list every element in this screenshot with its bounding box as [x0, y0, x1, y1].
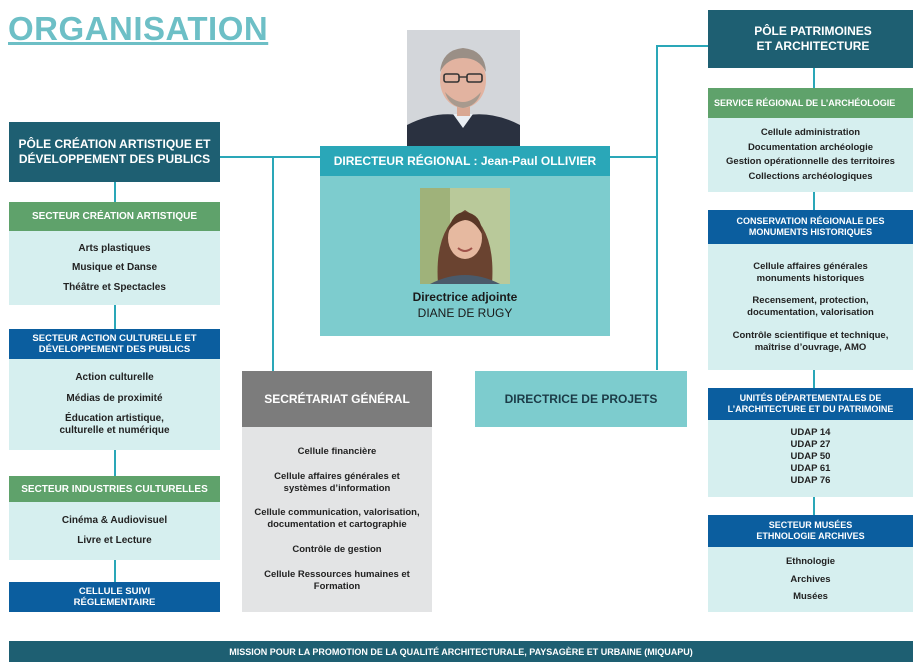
- right-section-header-4: SECTEUR MUSÉES ETHNOLOGIE ARCHIVES: [708, 515, 913, 547]
- list-item: Cellule financière: [297, 445, 377, 457]
- left-section-header-3: SECTEUR INDUSTRIES CULTURELLES: [9, 476, 220, 502]
- projects-box: DIRECTRICE DE PROJETS: [475, 371, 687, 427]
- list-item: Cellule administration: [760, 126, 861, 138]
- connector-left-v2: [114, 305, 116, 329]
- right-section-list-2: Cellule affaires générales monuments his…: [708, 244, 913, 370]
- connector-director-right: [609, 156, 657, 158]
- list-item: Action culturelle: [75, 371, 154, 383]
- deputy-title: Directrice adjointe: [412, 290, 518, 304]
- list-item: UDAP 14: [790, 427, 831, 438]
- connector-right-v2: [813, 192, 815, 210]
- list-item: Cellule Ressources humaines et Formation: [264, 569, 410, 593]
- connector-left-vertical: [114, 182, 116, 202]
- list-item: Contrôle de gestion: [292, 544, 382, 556]
- list-item: Éducation artistique, culturelle et numé…: [59, 413, 170, 437]
- director-label: DIRECTEUR RÉGIONAL : Jean-Paul OLLIVIER: [320, 146, 610, 176]
- list-item: Cellule affaires générales monuments his…: [753, 260, 868, 284]
- connector-secretariat: [272, 157, 274, 371]
- list-item: Archives: [790, 573, 831, 585]
- right-section-list-1: Cellule administration Documentation arc…: [708, 118, 913, 192]
- deputy-name: DIANE DE RUGY: [417, 306, 513, 320]
- list-item: UDAP 50: [790, 451, 831, 462]
- list-item: Ethnologie: [785, 556, 836, 568]
- connector-right-v1: [813, 68, 815, 88]
- left-section-header-1: SECTEUR CRÉATION ARTISTIQUE: [9, 202, 220, 231]
- connector-left-pole: [219, 156, 320, 158]
- right-section-list-3: UDAP 14 UDAP 27 UDAP 50 UDAP 61 UDAP 76: [708, 420, 913, 497]
- list-item: UDAP 76: [790, 475, 831, 486]
- list-item: Cinéma & Audiovisuel: [61, 514, 168, 526]
- left-section-list-2: Action culturelle Médias de proximité Éd…: [9, 359, 220, 450]
- list-item: Documentation archéologie: [747, 141, 874, 153]
- list-item: Arts plastiques: [78, 242, 151, 254]
- deputy-photo: [420, 188, 510, 284]
- list-item: UDAP 61: [790, 463, 831, 474]
- list-item: Collections archéologiques: [748, 171, 873, 183]
- left-section-header-4: CELLULE SUIVI RÉGLEMENTAIRE: [9, 582, 220, 612]
- director-box: DIRECTEUR RÉGIONAL : Jean-Paul OLLIVIER …: [320, 146, 610, 336]
- list-item: Cellule communication, valorisation, doc…: [254, 507, 420, 531]
- mission-bar: MISSION POUR LA PROMOTION DE LA QUALITÉ …: [9, 641, 913, 662]
- list-item: Théâtre et Spectacles: [63, 281, 166, 293]
- list-item: Médias de proximité: [66, 392, 163, 404]
- left-section-header-2: SECTEUR ACTION CULTURELLE ET DÉVELOPPEME…: [9, 329, 220, 359]
- list-item: Musique et Danse: [71, 262, 158, 273]
- right-section-header-1: SERVICE RÉGIONAL DE L’ARCHÉOLOGIE: [708, 88, 913, 118]
- page-title: ORGANISATION: [8, 10, 269, 47]
- secretariat-title: SECRÉTARIAT GÉNÉRAL: [242, 371, 432, 427]
- right-pole-title: PÔLE PATRIMOINES ET ARCHITECTURE: [708, 10, 913, 68]
- connector-right-v4: [813, 497, 815, 515]
- right-section-header-2: CONSERVATION RÉGIONALE DES MONUMENTS HIS…: [708, 210, 913, 244]
- left-section-list-3: Cinéma & Audiovisuel Livre et Lecture: [9, 502, 220, 560]
- list-item: UDAP 27: [790, 439, 831, 450]
- secretariat-list: Cellule financière Cellule affaires géné…: [242, 427, 432, 612]
- connector-right-vertical: [656, 45, 658, 370]
- list-item: Musées: [793, 590, 828, 602]
- left-section-list-1: Arts plastiques Musique et Danse Théâtre…: [9, 231, 220, 305]
- right-section-header-3: UNITÉS DÉPARTEMENTALES DE L’ARCHITECTURE…: [708, 388, 913, 420]
- list-item: Recensement, protection, documentation, …: [747, 295, 874, 318]
- list-item: Gestion opérationnelle des territoires: [726, 156, 895, 168]
- connector-left-v4: [114, 560, 116, 582]
- left-pole-title: PÔLE CRÉATION ARTISTIQUE ET DÉVELOPPEMEN…: [9, 122, 220, 182]
- list-item: Livre et Lecture: [77, 535, 152, 547]
- right-section-list-4: Ethnologie Archives Musées: [708, 547, 913, 612]
- list-item: Cellule affaires générales et systèmes d…: [274, 470, 400, 494]
- director-photo: [407, 30, 520, 147]
- connector-left-v3: [114, 450, 116, 476]
- connector-right-v3: [813, 370, 815, 388]
- list-item: Contrôle scientifique et technique, maît…: [732, 329, 889, 353]
- connector-right-top: [656, 45, 708, 47]
